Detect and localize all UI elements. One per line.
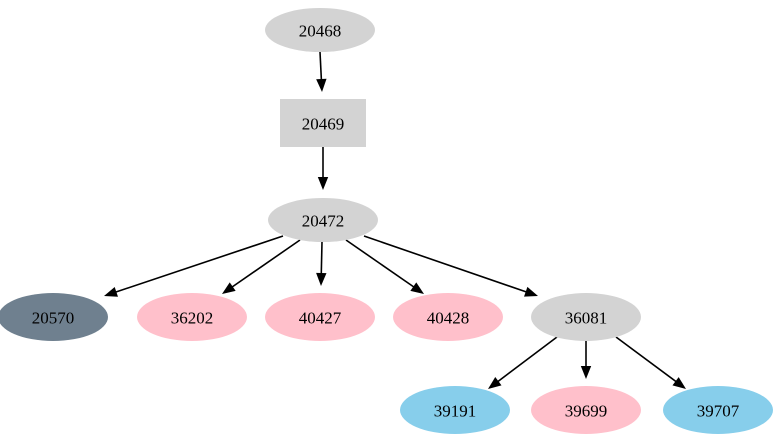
node-ellipse-39707[interactable] xyxy=(663,386,773,434)
node-ellipse-20570[interactable] xyxy=(0,293,108,341)
edge-20468-to-20469 xyxy=(316,51,327,92)
edge-36081-to-39191 xyxy=(488,336,558,389)
node-40428[interactable]: 40428 xyxy=(393,293,503,341)
edge-36081-to-39707 xyxy=(615,336,686,389)
node-ellipse-20468[interactable] xyxy=(265,8,375,52)
node-20570[interactable]: 20570 xyxy=(0,293,108,341)
node-ellipse-39191[interactable] xyxy=(400,386,510,434)
node-39707[interactable]: 39707 xyxy=(663,386,773,434)
node-ellipse-36081[interactable] xyxy=(531,293,641,341)
node-ellipse-40427[interactable] xyxy=(265,293,375,341)
node-39699[interactable]: 39699 xyxy=(531,386,641,434)
edge-20469-to-20472 xyxy=(317,147,329,190)
node-box-20469[interactable] xyxy=(280,99,366,147)
node-36202[interactable]: 36202 xyxy=(137,293,247,341)
node-ellipse-39699[interactable] xyxy=(531,386,641,434)
edge-36081-to-39699 xyxy=(580,341,592,379)
node-ellipse-20472[interactable] xyxy=(268,198,378,242)
edge-20472-to-36081 xyxy=(363,235,538,297)
node-39191[interactable]: 39191 xyxy=(400,386,510,434)
node-36081[interactable]: 36081 xyxy=(531,293,641,341)
node-ellipse-40428[interactable] xyxy=(393,293,503,341)
node-ellipse-36202[interactable] xyxy=(137,293,247,341)
edge-20472-to-40427 xyxy=(316,241,327,286)
node-40427[interactable]: 40427 xyxy=(265,293,375,341)
edge-20472-to-20570 xyxy=(104,235,284,297)
node-20472[interactable]: 20472 xyxy=(268,198,378,242)
edges-layer xyxy=(104,51,686,389)
node-20468[interactable]: 20468 xyxy=(265,8,375,52)
edge-20472-to-40428 xyxy=(345,239,424,294)
node-20469[interactable]: 20469 xyxy=(280,99,366,147)
edge-20472-to-36202 xyxy=(222,239,301,294)
